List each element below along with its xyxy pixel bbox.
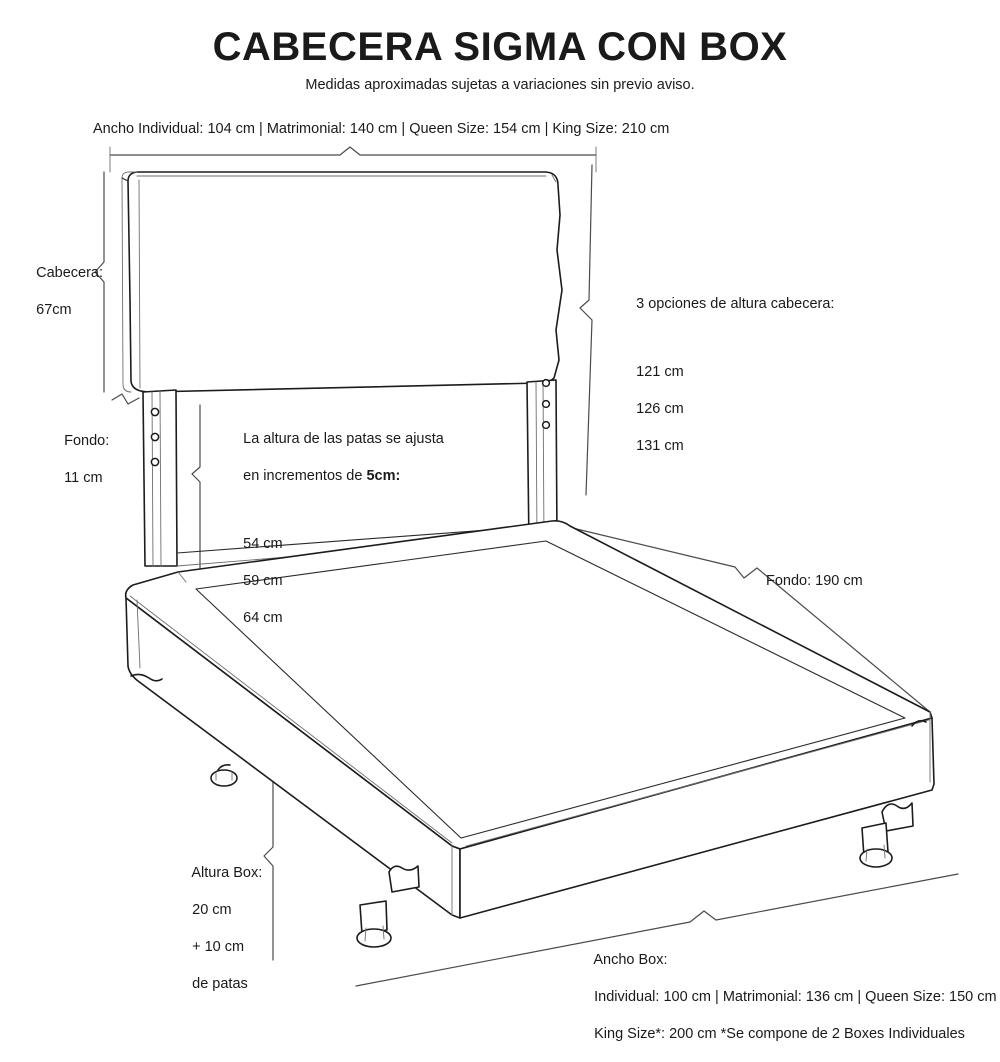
headboard-height-option-2: 131 cm <box>636 438 684 455</box>
leg-height-text-line1: La altura de las patas se ajusta <box>243 430 444 447</box>
box-height-label: Altura Box: <box>191 864 263 881</box>
dimension-headboard-total-height <box>579 164 593 496</box>
box-foot-front-left <box>130 673 238 787</box>
leg-height-option-2: 64 cm <box>243 610 283 627</box>
box-base <box>124 520 935 919</box>
leg-height-text-line2-prefix: en incrementos de <box>243 467 367 484</box>
fondo-depth-value: 11 cm <box>64 469 103 486</box>
diagram-page: CABECERA SIGMA CON BOX Medidas aproximad… <box>20 25 996 1042</box>
box-depth-annotation: Fondo: 190 cm <box>766 573 863 589</box>
headboard-height-option-1: 126 cm <box>636 401 684 418</box>
dimension-altura-box <box>263 776 274 961</box>
page-subtitle: Medidas aproximadas sujetas a variacione… <box>305 77 695 93</box>
headboard-panel <box>121 171 563 393</box>
headboard-left-leg <box>142 389 178 567</box>
box-width-line-1: Individual: 100 cm | Matrimonial: 136 cm… <box>594 988 997 1005</box>
dimension-ancho-box <box>355 873 959 987</box>
box-height-value: 20 cm <box>192 901 232 918</box>
headboard-height-options-title: 3 opciones de altura cabecera: <box>636 295 835 312</box>
headboard-height-options: 3 opciones de altura cabecera: 121 cm 12… <box>620 276 834 474</box>
box-height-extra: + 10 cm <box>192 938 245 955</box>
dimension-fondo-depth <box>111 393 140 405</box>
cabecera-height-label: Cabecera: <box>36 264 104 281</box>
spacer <box>227 504 444 517</box>
box-width-line-2: King Size*: 200 cm *Se compone de 2 Boxe… <box>594 1025 965 1042</box>
box-foot-rear-right <box>911 719 927 727</box>
spacer <box>620 332 834 345</box>
box-height-annotation: Altura Box: 20 cm + 10 cm de patas <box>176 845 262 1012</box>
box-width-annotation: Ancho Box: Individual: 100 cm | Matrimon… <box>578 932 997 1062</box>
dimension-fondo-190 <box>559 524 931 713</box>
box-foot-front-right <box>859 802 914 868</box>
dimension-headboard-width <box>109 146 597 173</box>
leg-height-option-0: 54 cm <box>243 536 283 553</box>
box-width-label: Ancho Box: <box>593 951 668 968</box>
cabecera-height-value: 67cm <box>36 301 72 318</box>
leg-height-increment: 5cm: <box>366 467 401 484</box>
fondo-depth-annotation: Fondo: 11 cm <box>48 413 109 506</box>
fondo-depth-label: Fondo: <box>64 432 110 449</box>
dimension-cabecera-height <box>94 171 105 393</box>
box-height-extra-2: de patas <box>192 975 248 992</box>
page-title: CABECERA SIGMA CON BOX <box>212 25 788 69</box>
cabecera-height-annotation: Cabecera: 67cm <box>20 245 103 338</box>
leg-height-option-1: 59 cm <box>243 573 283 590</box>
bed-technical-drawing <box>94 146 959 987</box>
headboard-width-annotation: Ancho Individual: 104 cm | Matrimonial: … <box>93 121 670 137</box>
dimension-legs-height <box>191 404 201 575</box>
leg-height-options: La altura de las patas se ajusta en incr… <box>227 411 444 647</box>
headboard-height-option-0: 121 cm <box>636 364 684 381</box>
box-foot-front-center <box>356 865 420 948</box>
